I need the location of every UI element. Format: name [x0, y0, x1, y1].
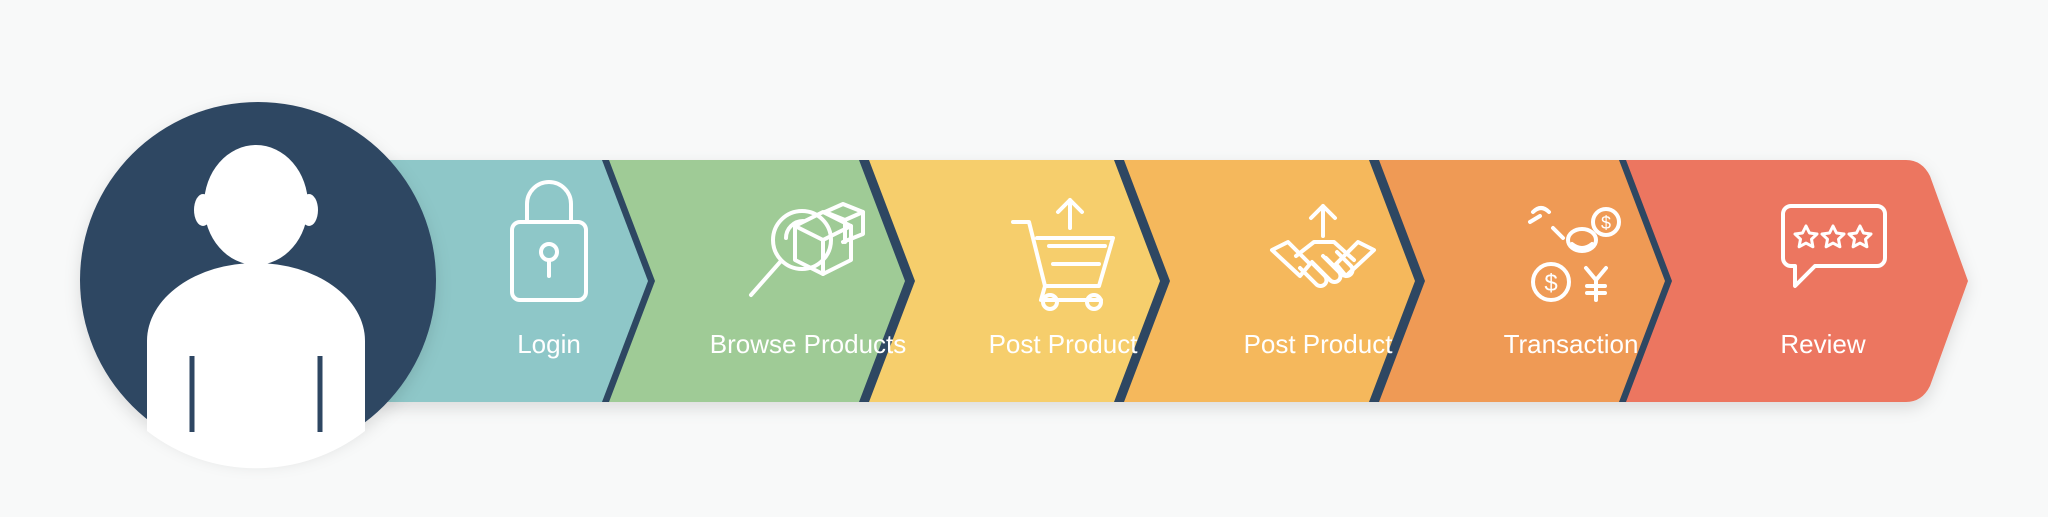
step-label-post-product-1: Post Product: [989, 329, 1139, 359]
step-label-post-product-2: Post Product: [1244, 329, 1394, 359]
coins-currency-icon: $ $: [1528, 206, 1621, 302]
svg-text:$: $: [1544, 270, 1557, 297]
step-label-transaction: Transaction: [1504, 329, 1639, 359]
padlock-icon: [510, 180, 588, 302]
step-label-login: Login: [517, 329, 581, 359]
step-label-review: Review: [1780, 329, 1865, 359]
cart-upload-icon: [1011, 198, 1115, 311]
arrow-band-group: [380, 160, 1968, 402]
step-band-browse-products: [609, 160, 905, 402]
step-band-post-product-2: [1124, 160, 1415, 402]
step-label-browse-products: Browse Products: [710, 329, 907, 359]
star-rating-bubble-icon: [1781, 204, 1887, 288]
magnifier-boxes-icon: [749, 202, 865, 297]
user-avatar-icon: [147, 145, 365, 469]
step-icons-group: $ $: [510, 180, 1887, 311]
handshake-upload-icon: [1270, 204, 1376, 288]
step-band-post-product-1: [869, 160, 1160, 402]
svg-text:$: $: [1601, 213, 1611, 233]
step-labels-group: Login Browse Products Post Product Post …: [517, 329, 1866, 359]
